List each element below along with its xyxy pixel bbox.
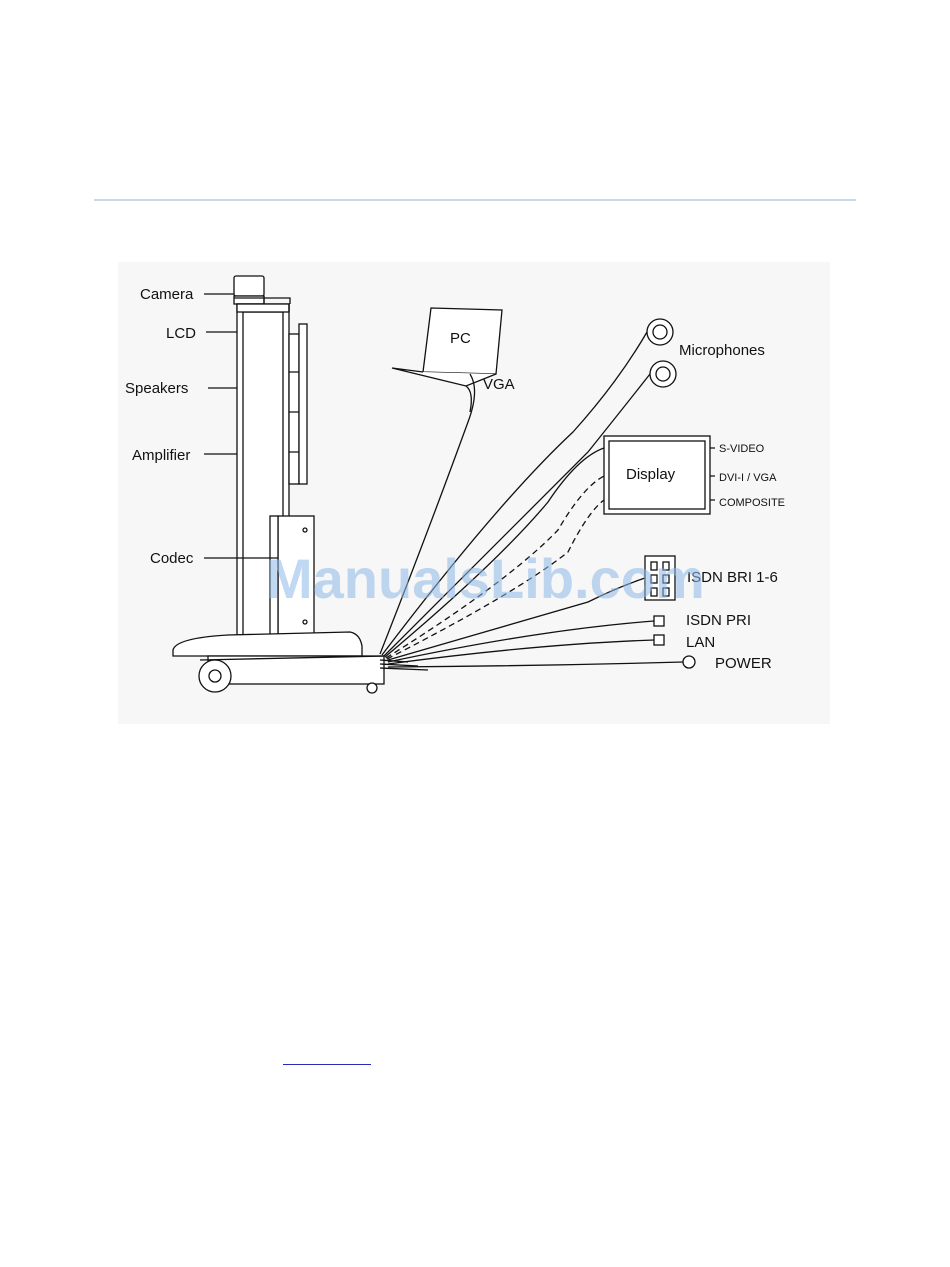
label-camera: Camera [140,286,194,303]
label-lcd: LCD [166,325,196,342]
label-amplifier: Amplifier [132,447,190,464]
label-codec: Codec [150,550,194,567]
cart-base [173,632,362,656]
label-dvi-vga: DVI-I / VGA [719,472,777,484]
label-isdn-pri: ISDN PRI [686,612,751,629]
camera-shape [234,276,264,296]
diagram-canvas: Camera LCD Speakers Amplifier Codec PC V… [118,262,830,724]
label-display: Display [626,466,676,483]
microphone-1 [647,319,673,345]
label-microphones: Microphones [679,342,765,359]
label-lan: LAN [686,634,715,651]
label-speakers: Speakers [125,380,188,397]
lcd-panel [289,334,299,484]
watermark: ManualsLib.com [266,547,705,610]
label-svideo: S-VIDEO [719,443,765,455]
wheel-front [199,660,231,692]
label-power: POWER [715,655,772,672]
lan-port [654,635,664,645]
header-rule [94,199,856,201]
hyperlink-underline[interactable] [283,1050,371,1065]
power-plug [683,656,695,668]
microphone-2 [650,361,676,387]
label-vga: VGA [483,376,515,393]
connection-diagram: Camera LCD Speakers Amplifier Codec PC V… [118,262,830,724]
label-pc: PC [450,330,471,347]
isdn-pri-port [654,616,664,626]
label-composite: COMPOSITE [719,497,785,509]
